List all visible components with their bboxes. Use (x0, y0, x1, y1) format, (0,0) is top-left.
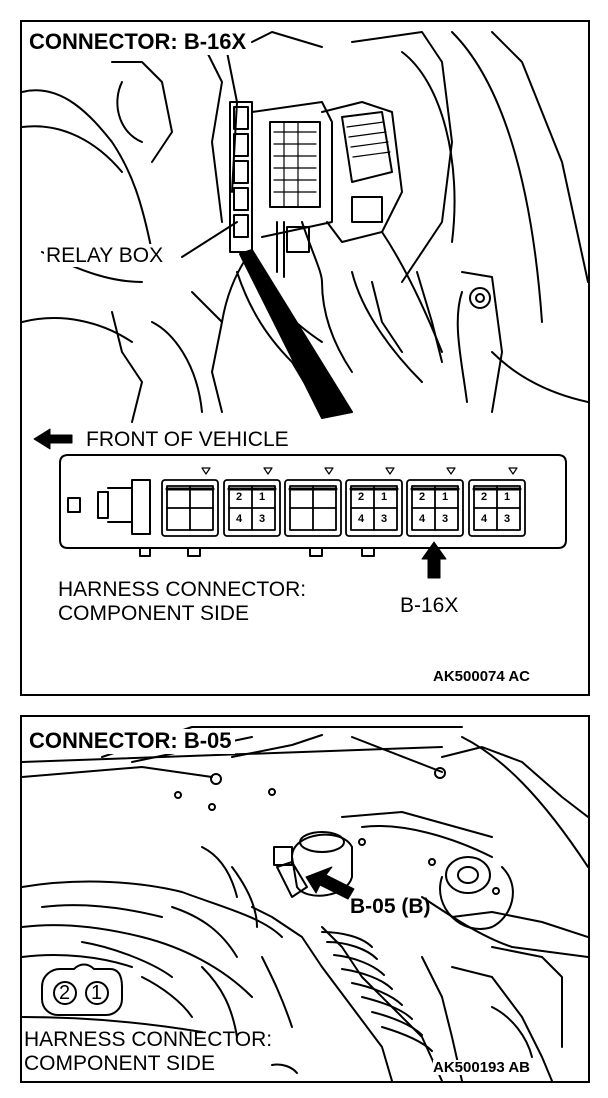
connector-slot (345, 467, 403, 537)
engine-bay-relay-box-illustration (22, 31, 588, 579)
connector-slot (406, 467, 464, 537)
connector-b05-figure: CONNECTOR: B-05 B-05 (B) 2 1 HARNESS CON… (20, 715, 590, 1083)
pin-number: 4 (481, 513, 488, 525)
pin-number: 2 (236, 491, 243, 503)
figure-code: AK500193 AB (433, 1059, 530, 1076)
position-marker-icon (263, 467, 273, 475)
pin-number: 1 (442, 491, 449, 503)
pin-number: 1 (259, 491, 266, 503)
pin-number: 1 (504, 491, 511, 503)
pin-number: 2 (358, 491, 365, 503)
pin-number: 4 (358, 513, 365, 525)
connector-slot (468, 467, 526, 537)
connector-id-label: B-16X (400, 594, 459, 617)
pin-number-2: 2 (59, 982, 71, 1004)
connector-slot (161, 467, 219, 537)
pin-number: 3 (381, 513, 388, 525)
harness-connector-label-line2: COMPONENT SIDE (24, 1052, 215, 1075)
position-marker-icon (385, 467, 395, 475)
harness-connector-label-line1: HARNESS CONNECTOR: (58, 578, 307, 601)
pin-number: 4 (236, 513, 243, 525)
connector-b16x-figure: CONNECTOR: B-16X RELAY BOX FRONT OF VEHI… (20, 20, 590, 696)
pin-number: 3 (504, 513, 511, 525)
pin-number: 1 (381, 491, 388, 503)
position-marker-icon (201, 467, 211, 475)
relay-box-label: RELAY BOX (44, 244, 166, 267)
figure-code: AK500074 AC (433, 668, 530, 685)
position-marker-icon (324, 467, 334, 475)
position-marker-icon (446, 467, 456, 475)
connector-slot (284, 467, 342, 537)
harness-connector-label-line1: HARNESS CONNECTOR: (24, 1028, 273, 1051)
pin-number: 2 (481, 491, 488, 503)
harness-connector-label-line2: COMPONENT SIDE (58, 602, 249, 625)
pin-number: 3 (259, 513, 266, 525)
pin-number: 3 (442, 513, 449, 525)
pin-number-1: 1 (91, 982, 103, 1004)
front-of-vehicle-label: FRONT OF VEHICLE (86, 428, 289, 451)
pin-number: 2 (419, 491, 426, 503)
connector-slot (223, 467, 281, 537)
connector-id-label: B-05 (B) (350, 895, 431, 918)
pin-number: 4 (419, 513, 426, 525)
figure-title: CONNECTOR: B-05 (26, 729, 235, 754)
engine-bay-b05-illustration (22, 726, 588, 1081)
figure-title: CONNECTOR: B-16X (26, 30, 250, 55)
position-marker-icon (508, 467, 518, 475)
